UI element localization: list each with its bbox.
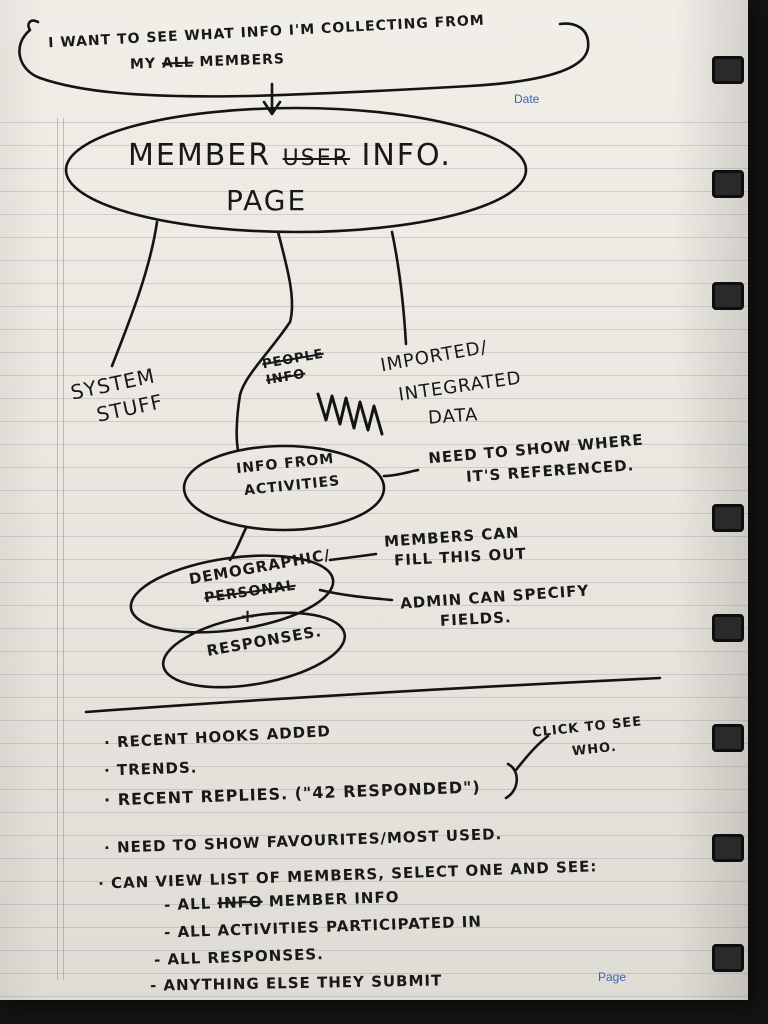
scribble [316, 392, 384, 436]
branch-imported [390, 230, 408, 346]
ruled-lines [0, 100, 748, 1000]
sub-all-prefix: - ALL [163, 894, 212, 915]
header-note-my: MY [129, 55, 157, 73]
sketch-lines [0, 0, 748, 1000]
header-note-struck: ALL [161, 54, 194, 72]
activities-arrow [382, 468, 420, 478]
binder-ring [712, 614, 744, 642]
main-node-info: INFO. [361, 138, 452, 173]
demographic-plus: + [240, 606, 257, 627]
branch-system [110, 220, 159, 368]
demographic-arrow-b [318, 588, 394, 602]
thought-cloud [18, 19, 590, 98]
responses-ellipse [161, 611, 347, 689]
header-note-members: MEMBERS [199, 51, 286, 71]
main-ellipse [64, 106, 528, 234]
binder-ring [712, 504, 744, 532]
main-node-line1: MEMBER USER INFO. [128, 138, 452, 173]
page-label: Page [598, 970, 627, 984]
branch-struck [235, 230, 294, 452]
sub-all-struck: INFO [217, 892, 263, 913]
binder-ring [712, 170, 744, 198]
activities-ellipse [182, 444, 386, 532]
imported-line3: DATA [427, 404, 480, 429]
margin-line [57, 118, 58, 980]
bullet-trends: · TRENDS. [103, 758, 198, 780]
replies-bracket [504, 734, 550, 800]
main-node-struck: USER [282, 146, 350, 171]
section-divider [84, 676, 662, 714]
notebook-page: Date Page I [0, 0, 748, 1000]
binder-ring [712, 724, 744, 752]
binder-ring [712, 282, 744, 310]
demographic-arrow-a [328, 552, 378, 562]
date-label: Date [514, 92, 540, 106]
demographic-ellipse [129, 554, 335, 634]
admin-can-line2: FIELDS. [439, 608, 513, 630]
margin-line [63, 118, 64, 980]
binder-ring [712, 944, 744, 972]
main-node-member: MEMBER [128, 138, 272, 173]
binder-ring [712, 834, 744, 862]
main-node-line2: PAGE [226, 184, 308, 217]
binder-ring [712, 56, 744, 84]
